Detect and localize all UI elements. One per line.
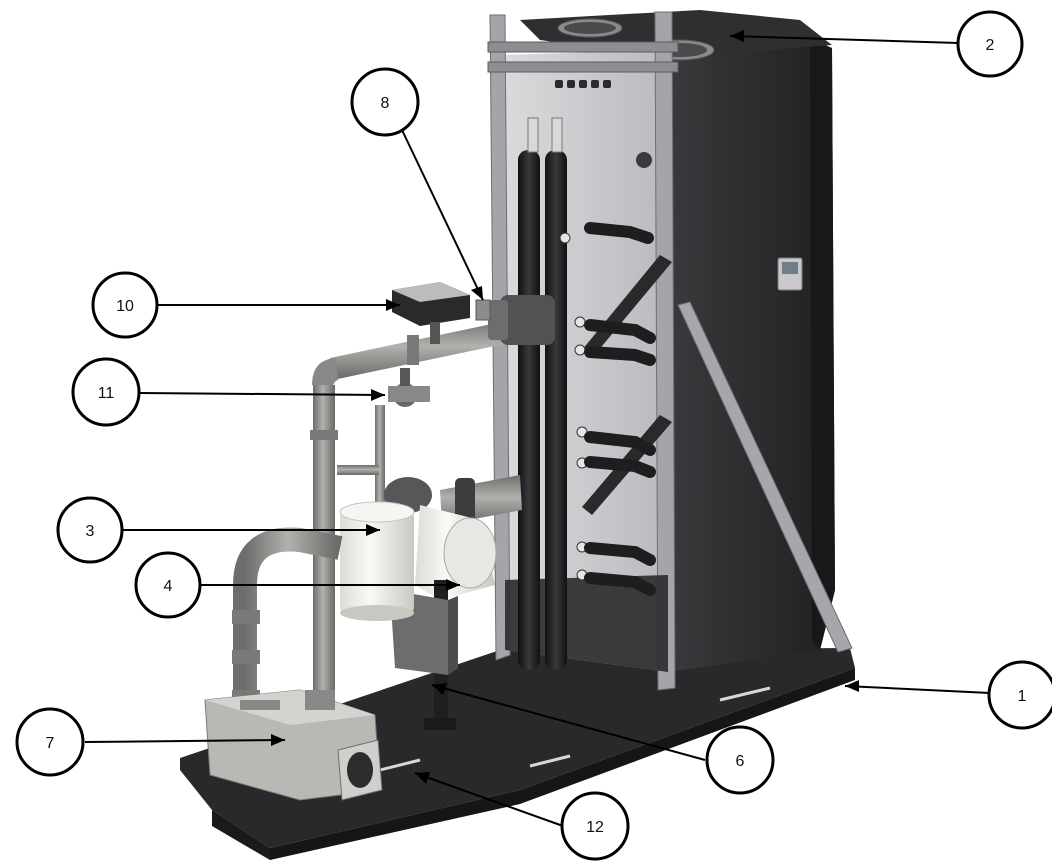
callout-label: 3 [86, 523, 95, 540]
callout-8: 8 [350, 67, 420, 137]
callout-label: 1 [1018, 688, 1027, 705]
callout-label: 2 [986, 37, 995, 54]
support-strut [677, 301, 853, 653]
callout-4: 4 [134, 551, 202, 619]
controller-box [392, 282, 470, 344]
callout-label: 8 [381, 95, 390, 112]
callout-label: 4 [164, 578, 173, 595]
return-pipe [384, 475, 522, 525]
leader-lines [84, 35, 991, 827]
leader-arrowheads [271, 30, 859, 784]
callout-1: 1 [987, 660, 1052, 730]
expansion-tank [339, 501, 415, 621]
supply-pipe [310, 295, 555, 695]
manifold-pair [518, 117, 656, 670]
callout-label: 6 [736, 753, 745, 770]
callout-3: 3 [56, 496, 124, 564]
callout-label: 12 [586, 819, 604, 836]
callout-label: 10 [116, 298, 134, 315]
callout-12: 12 [560, 791, 630, 861]
cabinet [520, 10, 835, 672]
callout-label: 7 [46, 735, 55, 752]
bypass-valve [337, 368, 430, 525]
callout-11: 11 [71, 357, 141, 427]
callout-6: 6 [705, 725, 775, 795]
callout-7: 7 [15, 707, 85, 777]
callout-label: 11 [98, 385, 115, 402]
heat-exchanger [204, 689, 383, 801]
small-valve [475, 299, 491, 321]
callout-2: 2 [956, 10, 1024, 78]
callout-10: 10 [91, 271, 159, 339]
